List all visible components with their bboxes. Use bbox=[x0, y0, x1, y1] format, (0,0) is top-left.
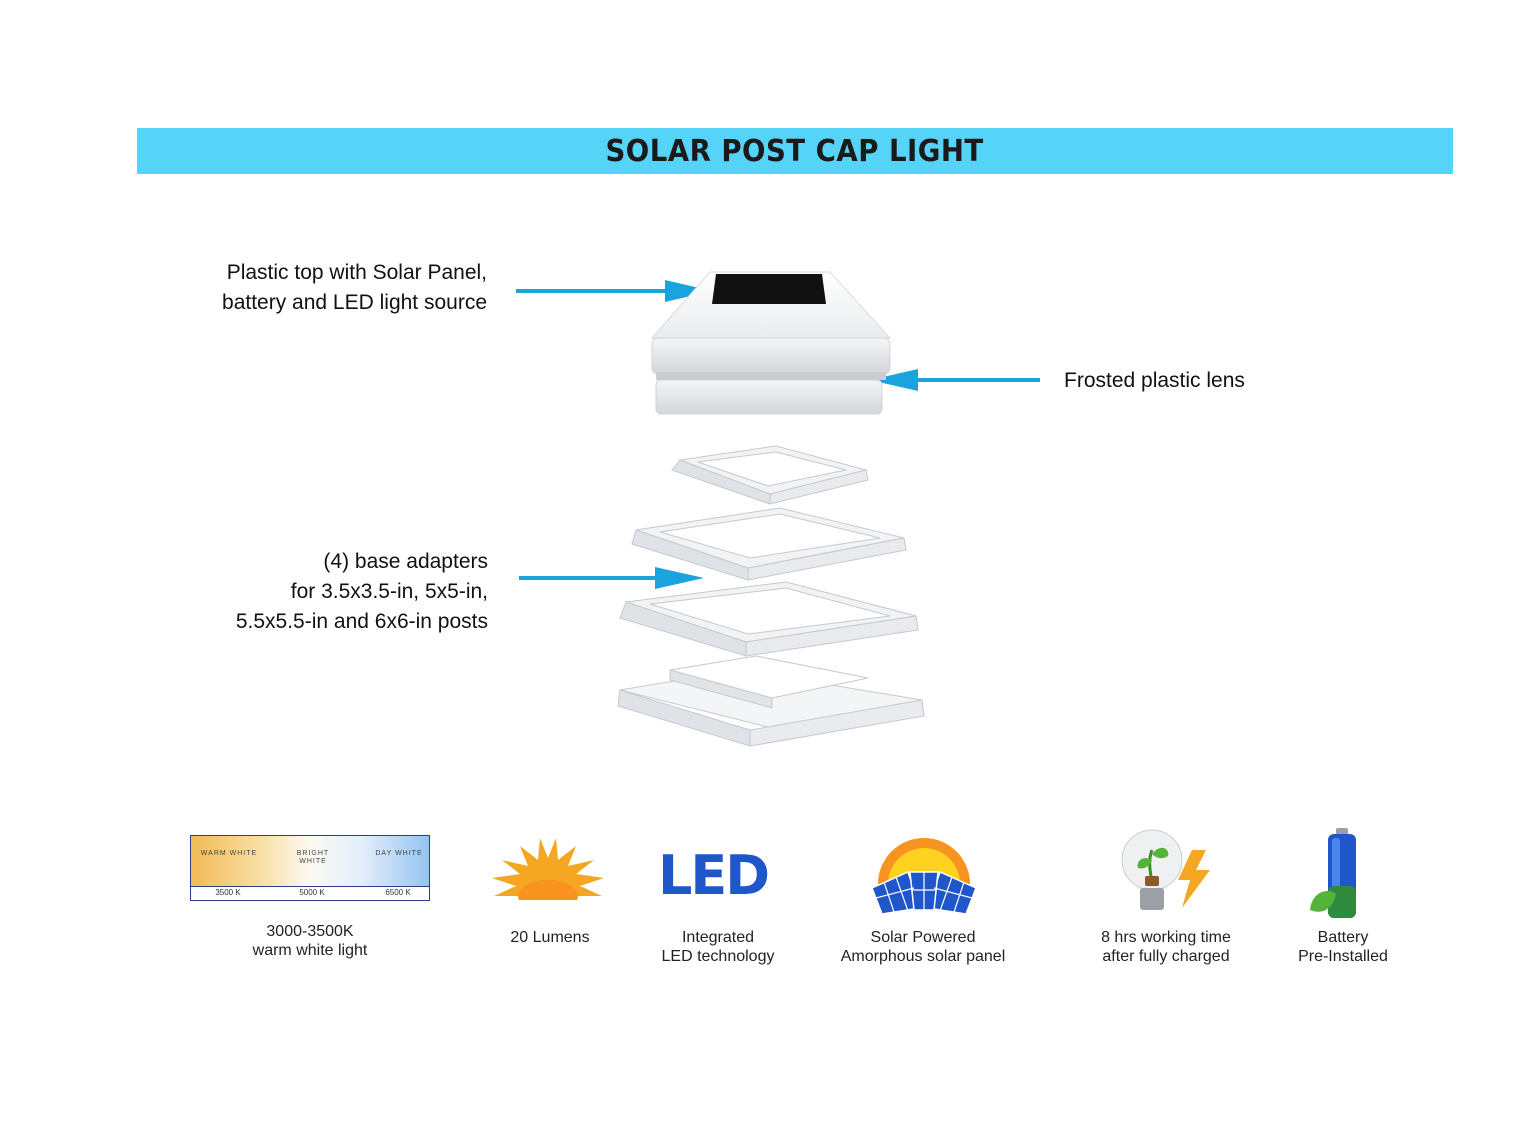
banner-title: SOLAR POST CAP LIGHT bbox=[605, 133, 985, 169]
callout-line: (4) base adapters bbox=[323, 550, 488, 573]
feature-line: warm white light bbox=[252, 942, 368, 959]
solar-panel-sun-icon bbox=[871, 838, 977, 915]
feature-line: Solar Powered bbox=[870, 929, 976, 946]
sunburst-icon bbox=[492, 838, 604, 900]
callout-frosted-lens: Frosted plastic lens bbox=[1064, 366, 1264, 396]
color-temperature-scale-icon: WARM WHITE BRIGHT WHITE DAY WHITE 3500 K… bbox=[190, 835, 430, 901]
feature-color-temperature: 3000-3500K warm white light bbox=[200, 922, 420, 960]
feature-line: Integrated bbox=[681, 929, 755, 946]
led-text-icon: LED bbox=[658, 844, 770, 907]
feature-working-time: 8 hrs working time after fully charged bbox=[1086, 928, 1246, 966]
feature-line: 3000-3500K bbox=[266, 923, 354, 940]
product-exploded-view bbox=[617, 271, 925, 747]
feature-solar: Solar Powered Amorphous solar panel bbox=[830, 928, 1016, 966]
feature-line: Pre-Installed bbox=[1298, 948, 1388, 965]
frosted-lens bbox=[656, 372, 886, 380]
title-banner: SOLAR POST CAP LIGHT bbox=[137, 128, 1453, 174]
callout-line: Frosted plastic lens bbox=[1064, 369, 1245, 392]
arrow-to-base bbox=[519, 567, 704, 589]
base-adapter-1 bbox=[671, 445, 869, 505]
spectrum-kelvin-bright: 5000 K bbox=[299, 888, 325, 897]
spectrum-kelvin-day: 6500 K bbox=[385, 888, 411, 897]
arrow-to-top bbox=[516, 280, 712, 302]
feature-led: Integrated LED technology bbox=[638, 928, 798, 966]
callout-line: for 3.5x3.5-in, 5x5-in, bbox=[290, 580, 488, 603]
spectrum-label-warm: WARM WHITE bbox=[200, 850, 258, 857]
feature-lumens: 20 Lumens bbox=[470, 928, 630, 947]
feature-line: after fully charged bbox=[1102, 948, 1230, 965]
callout-line: Plastic top with Solar Panel, bbox=[226, 261, 487, 284]
callout-plastic-top: Plastic top with Solar Panel, battery an… bbox=[200, 258, 487, 318]
base-adapter-2 bbox=[631, 507, 907, 581]
feature-line: LED technology bbox=[661, 948, 775, 965]
feature-line: Amorphous solar panel bbox=[840, 948, 1006, 965]
callout-line: 5.5x5.5-in and 6x6-in posts bbox=[235, 610, 488, 633]
spectrum-label-bright: BRIGHT WHITE bbox=[296, 850, 330, 865]
arrow-to-lens bbox=[870, 369, 1040, 391]
feature-line: 8 hrs working time bbox=[1101, 929, 1231, 946]
callout-line: battery and LED light source bbox=[222, 291, 487, 314]
solar-panel bbox=[712, 274, 826, 304]
base-plate bbox=[617, 655, 925, 747]
feature-line: 20 Lumens bbox=[510, 929, 590, 946]
base-adapter-3 bbox=[619, 581, 919, 657]
lightbulb-plant-bolt-icon bbox=[1121, 829, 1210, 910]
feature-line: Battery bbox=[1317, 929, 1369, 946]
spectrum-kelvin-warm: 3500 K bbox=[215, 888, 241, 897]
feature-battery: Battery Pre-Installed bbox=[1270, 928, 1416, 966]
cap-with-solar-panel bbox=[650, 271, 892, 415]
callout-base-adapters: (4) base adapters for 3.5x3.5-in, 5x5-in… bbox=[220, 547, 488, 637]
battery-leaf-icon bbox=[1310, 828, 1356, 918]
spectrum-label-day: DAY WHITE bbox=[375, 850, 423, 857]
